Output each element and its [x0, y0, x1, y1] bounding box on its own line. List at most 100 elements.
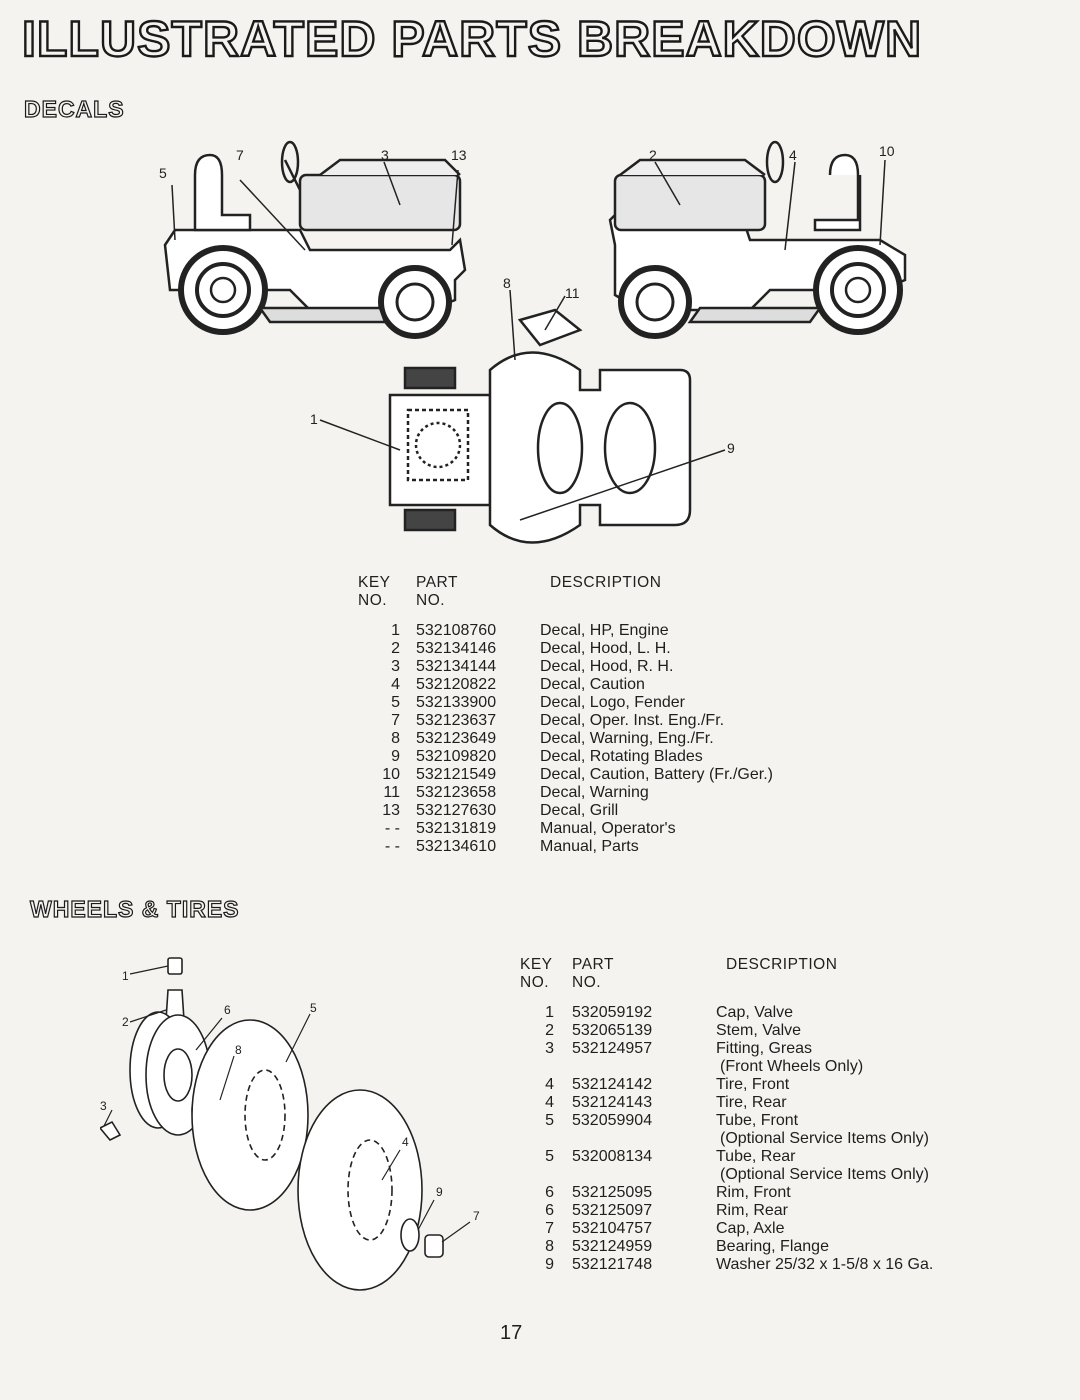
table-row: (Front Wheels Only)	[520, 1058, 933, 1076]
key-no-cell: 4	[391, 676, 400, 693]
description-cell: Bearing, Flange	[716, 1238, 829, 1255]
description-header: DESCRIPTION	[550, 574, 662, 591]
part-no-cell: 532008134	[572, 1148, 653, 1165]
key-no-cell: 2	[545, 1022, 554, 1039]
callout-9: 9	[727, 440, 735, 456]
description-cell: Rim, Front	[716, 1184, 791, 1201]
description-cell: (Front Wheels Only)	[720, 1058, 864, 1075]
front-tire-part	[191, 1019, 309, 1211]
tractor-right-side-view	[163, 140, 467, 339]
part-no-cell	[564, 1130, 690, 1148]
callout-3: 3	[381, 147, 389, 163]
part-no-cell: 532127630	[416, 802, 497, 819]
key-no-cell: 1	[391, 622, 400, 639]
description-cell: Decal, Warning, Eng./Fr.	[540, 730, 714, 747]
rear-tire-part	[297, 1089, 423, 1291]
key-no-cell: 5	[391, 694, 400, 711]
key-header: KEY	[520, 956, 553, 973]
part-no-cell: 532134144	[416, 658, 497, 675]
key-no-cell	[520, 1058, 564, 1076]
description-cell: Decal, Caution	[540, 676, 645, 693]
valve-cap-part	[167, 957, 183, 975]
key-no-cell: - -	[384, 838, 400, 855]
description-cell: Decal, Logo, Fender	[540, 694, 685, 711]
part-no-cell: 532121549	[416, 766, 497, 783]
description-cell: Tube, Front	[716, 1112, 799, 1129]
table-row: (Optional Service Items Only)	[520, 1130, 933, 1148]
part-no-cell: 532109820	[416, 748, 497, 765]
key-no-cell: 7	[391, 712, 400, 729]
part-no-cell: 532104757	[572, 1220, 653, 1237]
description-cell: Washer 25/32 x 1-5/8 x 16 Ga.	[716, 1256, 934, 1273]
description-cell: Decal, Hood, R. H.	[540, 658, 674, 675]
part-no-cell: 532123649	[416, 730, 497, 747]
key-no-cell	[520, 1130, 564, 1148]
wheel-callout-4: 4	[402, 1135, 409, 1149]
description-cell: Decal, Grill	[540, 802, 619, 819]
part-no-cell: 532121748	[572, 1256, 653, 1273]
key-no-cell	[520, 1166, 564, 1184]
part-no-cell: 532120822	[416, 676, 497, 693]
table-row: 9 532121748 Washer 25/32 x 1-5/8 x 16 Ga.	[520, 1256, 933, 1274]
description-cell: Stem, Valve	[716, 1022, 802, 1039]
key-no-cell: 8	[391, 730, 400, 747]
page-title: ILLUSTRATED PARTS BREAKDOWN	[21, 10, 923, 68]
key-header: KEY	[358, 574, 391, 591]
key-no-cell: 3	[545, 1040, 554, 1057]
key-no-cell: 8	[545, 1238, 554, 1255]
part-no-cell: 532124143	[572, 1094, 653, 1111]
part-no-cell: 532125097	[572, 1202, 653, 1219]
key-no-cell: 7	[545, 1220, 554, 1237]
key-no-cell: 9	[545, 1256, 554, 1273]
description-cell: Decal, Rotating Blades	[540, 748, 703, 765]
part-no-cell: 532123658	[416, 784, 497, 801]
wheel-callout-2: 2	[122, 1015, 129, 1029]
wheel-callout-7: 7	[473, 1209, 480, 1223]
washer-part	[400, 1218, 420, 1252]
wheels-callouts: 1 2 6 5 8 3 4 9 7	[100, 969, 480, 1223]
table-row: (Optional Service Items Only)	[520, 1166, 933, 1184]
wheels-table-header-2: NO. NO.	[520, 974, 933, 1004]
wheel-callout-3: 3	[100, 1099, 107, 1113]
table-row: 8 532123649 Decal, Warning, Eng./Fr.	[358, 730, 773, 748]
callout-10: 10	[879, 143, 895, 159]
callout-2: 2	[649, 147, 657, 163]
part-no-cell: 532133900	[416, 694, 497, 711]
callout-5: 5	[159, 165, 167, 181]
key-no-cell: 6	[545, 1184, 554, 1201]
part-no-cell: 532124959	[572, 1238, 653, 1255]
part-no-cell: 532059192	[572, 1004, 653, 1021]
callout-7: 7	[236, 147, 244, 163]
decals-heading: DECALS	[23, 95, 125, 122]
description-cell: Manual, Parts	[540, 838, 639, 855]
key-no-cell: 13	[382, 802, 400, 819]
description-header: DESCRIPTION	[726, 956, 838, 973]
callout-4: 4	[789, 147, 797, 163]
description-cell: Fitting, Greas	[716, 1040, 813, 1057]
part-no-cell	[564, 1058, 690, 1076]
decals-callouts: 7 3 13 5 2 4 10 8 11 1 9	[159, 143, 895, 456]
part-no-cell: 532123637	[416, 712, 497, 729]
callout-8: 8	[503, 275, 511, 291]
tractor-left-side-view	[608, 140, 907, 339]
key-no-cell: 6	[545, 1202, 554, 1219]
wheel-callout-9: 9	[436, 1185, 443, 1199]
callout-13: 13	[451, 147, 467, 163]
decals-table-header-2: NO. NO.	[358, 592, 773, 622]
key-no-cell: 5	[545, 1112, 554, 1129]
page-number: 17	[500, 1322, 523, 1344]
key-no-cell: 11	[383, 784, 400, 801]
key-no-cell: - -	[384, 820, 400, 837]
